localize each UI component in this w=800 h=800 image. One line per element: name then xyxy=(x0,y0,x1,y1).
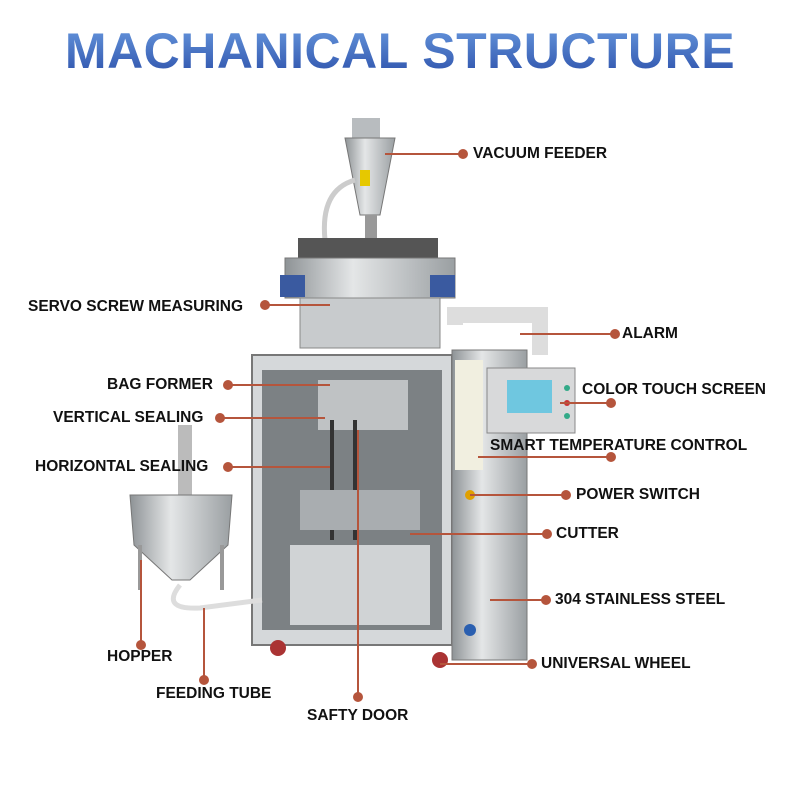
vacuum-feeder xyxy=(321,118,396,241)
label-304-stainless-steel: 304 STAINLESS STEEL xyxy=(555,591,726,608)
wheel xyxy=(270,640,286,656)
label-color-touch-screen: COLOR TOUCH SCREEN xyxy=(582,381,767,398)
label-alarm: ALARM xyxy=(622,325,678,342)
label-feeding-tube: FEEDING TUBE xyxy=(156,685,272,702)
page-title: MACHANICAL STRUCTURE xyxy=(0,22,800,80)
label-vertical-sealing: VERTICAL SEALING xyxy=(53,409,204,426)
label-servo-screw-measuring: SERVO SCREW MEASURING xyxy=(28,298,244,315)
label-cutter: CUTTER xyxy=(556,525,619,542)
universal-wheel xyxy=(432,652,448,668)
label-hopper: HOPPER xyxy=(107,648,173,665)
hopper xyxy=(129,425,263,611)
feeding-tube xyxy=(170,583,263,611)
label-power-switch: POWER SWITCH xyxy=(576,486,700,503)
label-safty-door: SAFTY DOOR xyxy=(307,707,409,724)
label-bag-former: BAG FORMER xyxy=(107,376,213,393)
leader-lines xyxy=(136,149,620,702)
machine-frame xyxy=(251,349,528,661)
label-horizontal-sealing: HORIZONTAL SEALING xyxy=(35,458,209,475)
servo-screw-measuring xyxy=(280,238,456,349)
color-touch-screen xyxy=(486,367,576,434)
label-vacuum-feeder: VACUUM FEEDER xyxy=(473,145,608,162)
label-universal-wheel: UNIVERSAL WHEEL xyxy=(541,655,691,672)
label-smart-temperature-control: SMART TEMPERATURE CONTROL xyxy=(490,437,748,454)
